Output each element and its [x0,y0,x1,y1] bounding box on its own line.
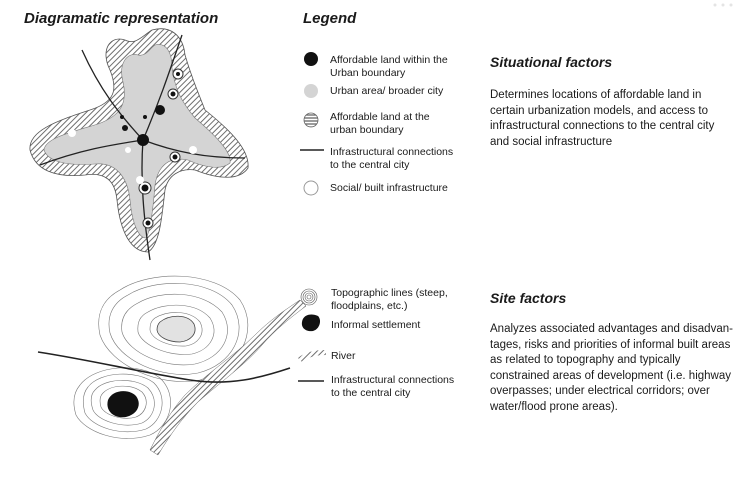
legend-icons-bottom [298,288,326,382]
affordable-land-within [120,105,165,146]
black-dot [122,125,128,131]
hatched-circle-icon [303,112,319,128]
infrastructure-lines [39,34,246,261]
situational-line: and social infrastructure [490,135,613,148]
black-dot-icon [304,52,318,66]
legend-label-social-infrastructure: Social/ built infrastructure [330,182,448,194]
white-circle [92,96,100,104]
blob-icon [301,314,321,332]
topographic-lines-upper [98,275,249,382]
situational-line: infrastructural connections to the centr… [490,120,715,132]
situational-line: Determines locations of affordable land … [490,89,702,101]
social-infrastructure [68,96,197,184]
black-dot [137,134,149,146]
grey-dot-icon [304,84,318,98]
ringed-dot [142,217,154,229]
infrastructure-line [142,34,183,141]
white-circle [136,176,144,184]
site-diagram [37,275,307,456]
white-circle [189,146,197,154]
informal-settlement [107,391,139,418]
white-circle-icon [303,180,319,196]
ringed-dot [138,181,152,195]
situational-factors-header: Situational factors [490,54,613,70]
site-line: tages, risks and priorities of informal … [490,338,731,351]
infrastructure-line-site [37,351,291,383]
upper-hill-top [156,315,196,343]
legend-label-infrastructure-top: Infrastructural connections to the centr… [330,146,454,171]
site-line: water/flood prone areas). [490,400,618,413]
topographic-lines-lower [73,367,171,439]
situational-line: certain urbanization models, and access … [490,104,708,117]
situational-description: Determines locations of affordable land … [490,88,740,150]
diagram-header: Diagramatic representation [24,10,219,27]
black-dot [120,115,124,119]
river-icon [298,350,326,362]
site-line: constrained areas of development (i.e. h… [490,369,732,382]
site-line: as related to topography and typically [490,354,681,366]
site-description: Analyzes associated advantages and disad… [490,322,748,415]
legend-label-river: River [331,350,356,362]
black-dot [143,115,147,119]
infrastructure-line [81,49,144,141]
black-dot [155,105,165,115]
legend-icons-top [300,52,324,196]
ringed-dot [169,151,181,163]
site-line: overpasses; under electrical corridors; … [490,385,710,397]
ringed-dot [172,68,184,80]
infrastructure-line [141,139,151,261]
ringed-dot [167,88,179,100]
star-diagram [29,28,249,261]
legend-label-urban-area: Urban area/ broader city [330,85,444,97]
corner-dots [713,3,733,7]
legend-label-informal-settlement: Informal settlement [331,319,421,331]
white-circle [68,129,76,137]
legend-label-topographic: Topographic lines (steep, floodplains, e… [331,287,448,312]
site-factors-header: Site factors [490,290,567,306]
legend-label-infrastructure-bottom: Infrastructural connections to the centr… [331,374,455,399]
white-circle [125,147,131,153]
infrastructure-line [39,139,144,166]
contour-icon [300,288,318,306]
legend-label-affordable-within: Affordable land within the Urban boundar… [330,54,448,79]
legend-header: Legend [303,10,357,27]
legend-label-affordable-boundary: Affordable land at the urban boundary [330,111,430,136]
river [149,299,307,456]
affordable-land-boundary [138,68,184,229]
site-line: Analyzes associated advantages and disad… [490,323,733,335]
